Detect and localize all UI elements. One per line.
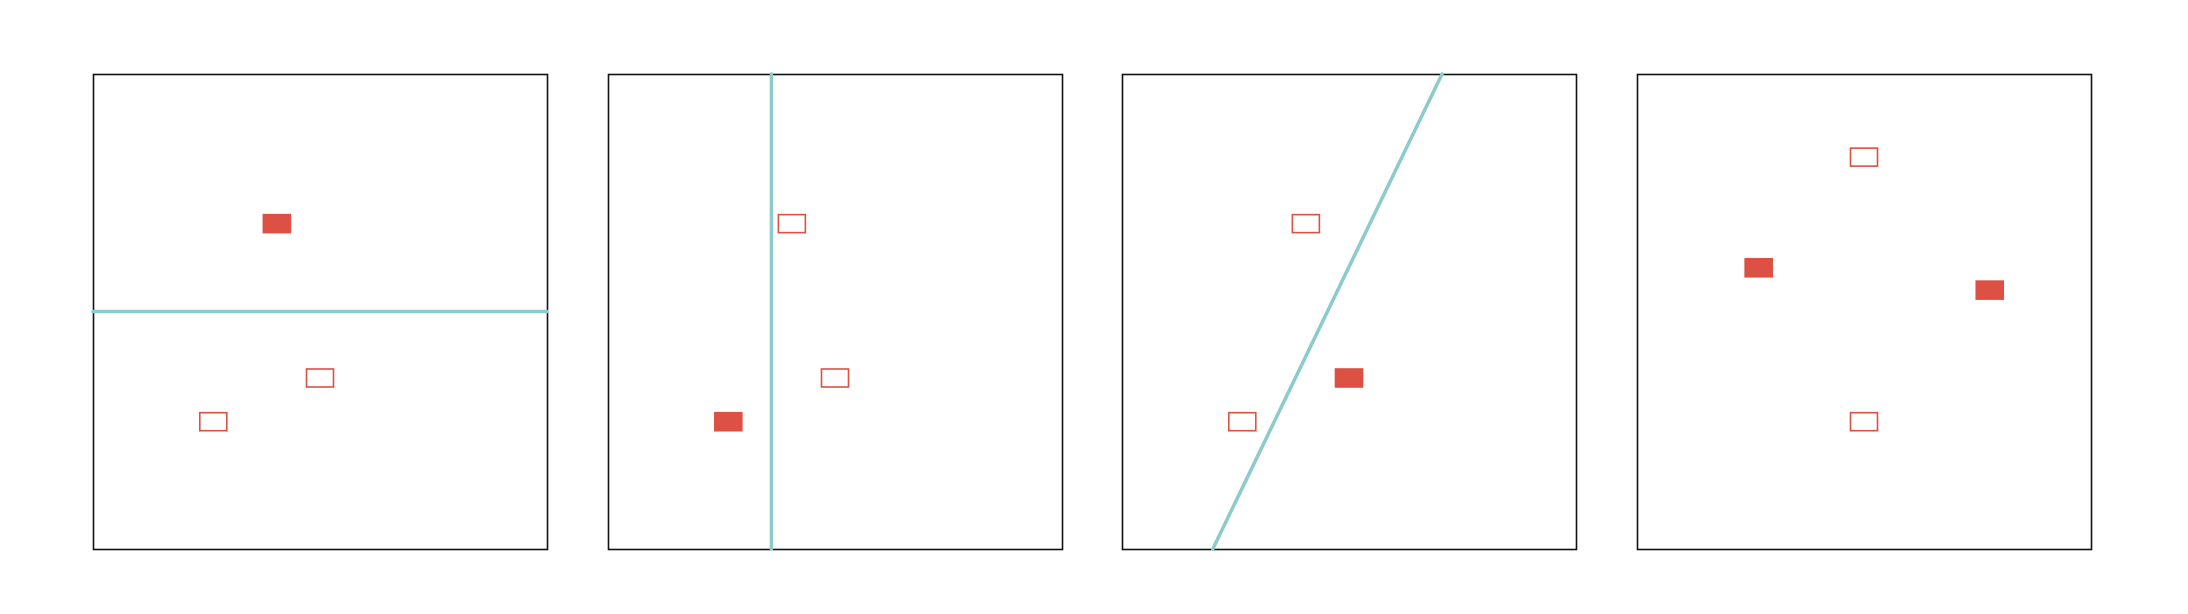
filled-point <box>1975 280 2005 300</box>
panel-2 <box>607 72 1064 551</box>
hollow-point <box>820 368 850 388</box>
hollow-point <box>1228 411 1257 432</box>
filled-point <box>1744 257 1773 278</box>
panel-3 <box>1121 72 1578 551</box>
filled-point <box>262 213 292 234</box>
separating-line <box>1211 72 1444 551</box>
panel-frame <box>1636 73 2093 551</box>
panel-4 <box>1636 73 2093 551</box>
panel-frame <box>1121 73 1578 551</box>
panel-1 <box>91 73 549 551</box>
hollow-point <box>199 411 228 432</box>
hollow-point <box>305 368 335 388</box>
hollow-point <box>1849 411 1879 432</box>
panel-frame <box>607 73 1064 551</box>
hollow-point <box>1291 213 1321 234</box>
hollow-point <box>1849 147 1879 167</box>
hollow-point <box>777 213 807 234</box>
filled-point <box>1334 368 1364 388</box>
panels <box>91 72 2093 551</box>
filled-point <box>714 411 743 432</box>
